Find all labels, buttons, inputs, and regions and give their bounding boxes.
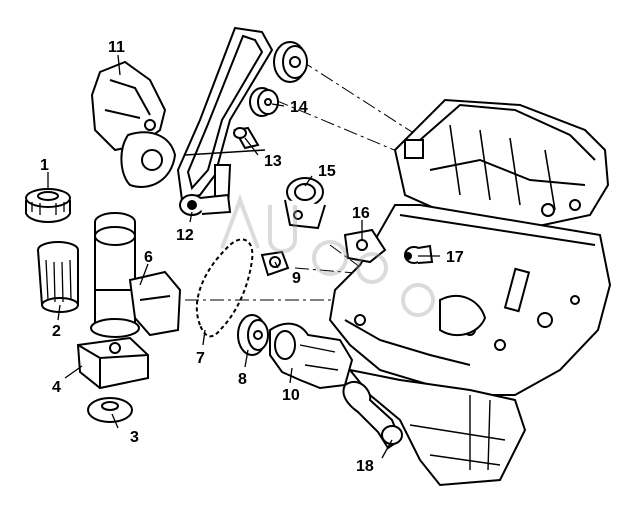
part-4-filter-base bbox=[76, 336, 149, 390]
callout-14: 14 bbox=[290, 99, 308, 116]
callout-10: 10 bbox=[282, 387, 300, 404]
timing-belt bbox=[176, 26, 274, 211]
callout-17: 17 bbox=[446, 249, 464, 266]
callout-15: 15 bbox=[318, 163, 336, 180]
callout-9: 9 bbox=[292, 270, 301, 287]
part-14-sprocket bbox=[249, 41, 308, 117]
part-11-bracket bbox=[90, 60, 177, 188]
watermark bbox=[220, 194, 435, 317]
part-17-sensor bbox=[404, 244, 434, 264]
callout-13: 13 bbox=[264, 153, 282, 170]
callout-7: 7 bbox=[196, 350, 205, 367]
callout-6: 6 bbox=[144, 249, 153, 266]
part-8-sprocket bbox=[237, 314, 269, 356]
leader-lines bbox=[47, 54, 440, 459]
callout-labels: 1 2 3 4 6 7 8 9 10 11 12 13 14 15 16 17 … bbox=[40, 39, 464, 475]
callout-18: 18 bbox=[356, 458, 374, 475]
part-13-roller bbox=[233, 126, 260, 150]
callout-3: 3 bbox=[130, 429, 139, 446]
callout-16: 16 bbox=[352, 205, 370, 222]
part-10-oil-pump bbox=[269, 322, 354, 390]
part-9-pulley bbox=[260, 250, 290, 277]
engine-block bbox=[328, 98, 612, 487]
callout-1: 1 bbox=[40, 157, 49, 174]
part-16-gear bbox=[343, 228, 387, 264]
callout-8: 8 bbox=[238, 371, 247, 388]
callout-4: 4 bbox=[52, 379, 61, 396]
filter-housing bbox=[90, 212, 182, 338]
callout-2: 2 bbox=[52, 323, 61, 340]
part-2-filter-element bbox=[37, 241, 79, 313]
part-3-seal bbox=[87, 397, 133, 423]
callout-11: 11 bbox=[108, 39, 125, 56]
part-12-tensioner bbox=[179, 193, 232, 216]
part-1-oil-cap bbox=[25, 188, 71, 223]
part-15-idler bbox=[284, 177, 326, 230]
callout-12: 12 bbox=[176, 227, 194, 244]
timing-chain bbox=[195, 238, 254, 338]
part-18-pickup-tube bbox=[342, 381, 403, 450]
